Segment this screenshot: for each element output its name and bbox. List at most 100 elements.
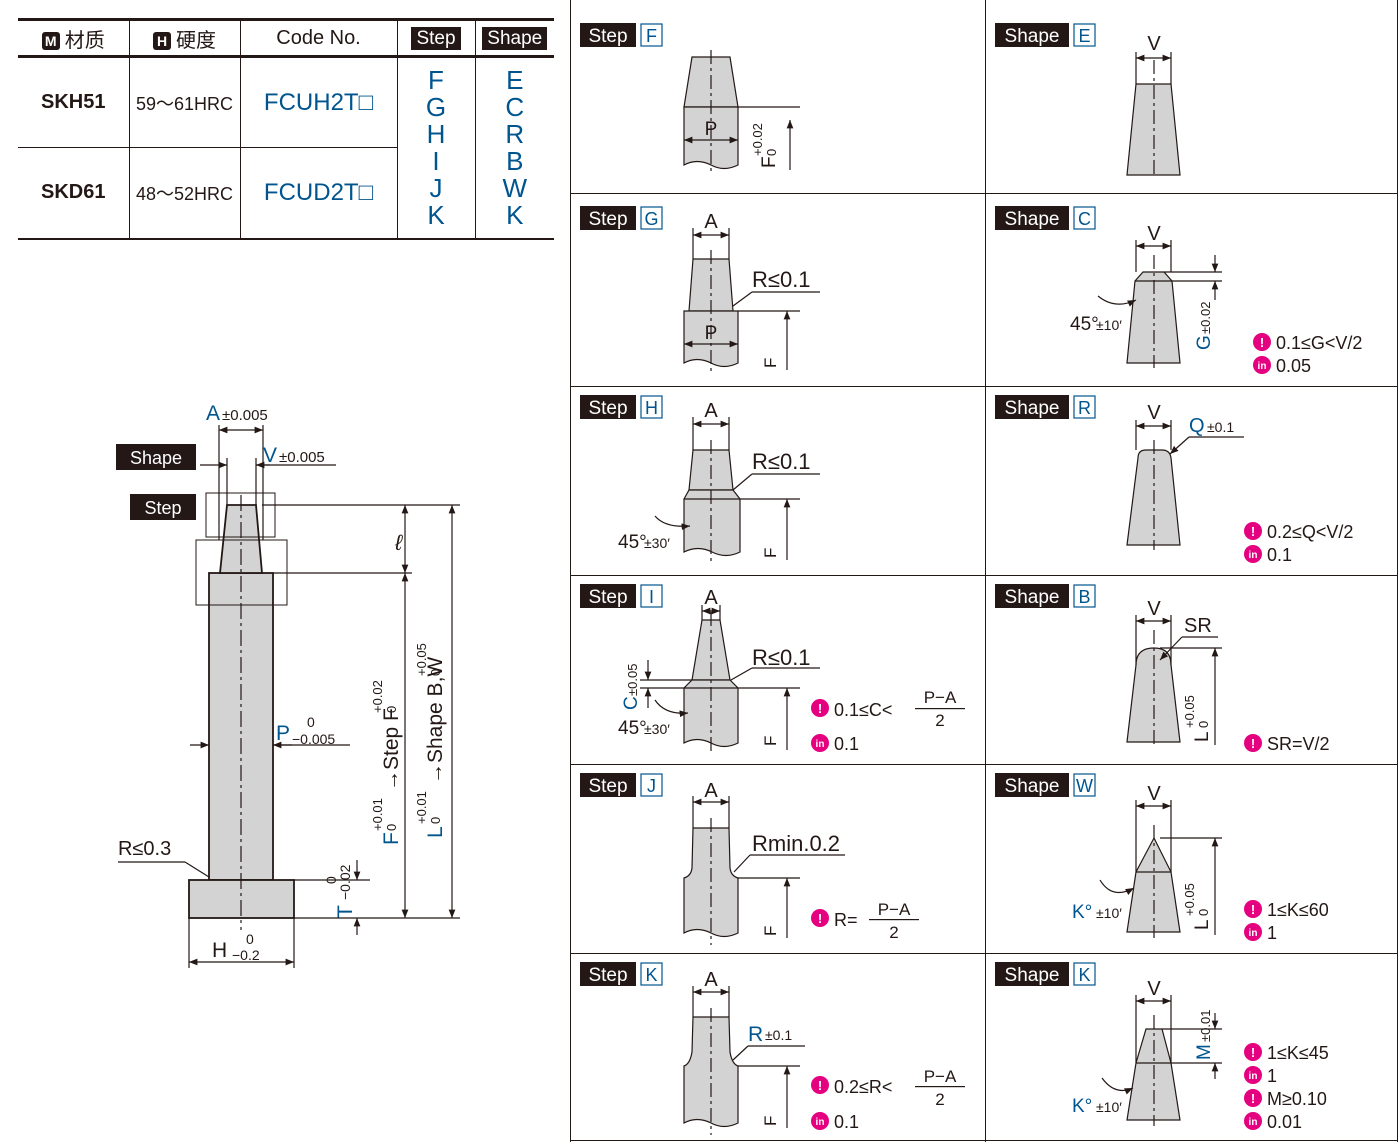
svg-text:Shape: Shape: [1005, 587, 1060, 608]
shape-b-v: V: [1147, 598, 1161, 620]
shape-k-in: 1: [1267, 1066, 1277, 1086]
shape-r-v: V: [1147, 402, 1161, 424]
inch-icon: [1244, 1112, 1262, 1130]
dim-v-label: V: [263, 444, 277, 467]
inch-icon: [1253, 356, 1271, 374]
step-k-cond-num: P−A: [924, 1067, 957, 1086]
step-g-a: A: [704, 211, 718, 233]
inch-icon: [811, 734, 829, 752]
svg-text:!: !: [818, 1078, 822, 1093]
svg-text:!: !: [1251, 524, 1255, 539]
shape-w-v: V: [1147, 783, 1161, 805]
svg-text:in: in: [1249, 928, 1258, 939]
main-punch-drawing: [118, 425, 460, 968]
svg-text:in: in: [816, 1117, 825, 1128]
svg-text:W: W: [1076, 776, 1093, 796]
shape-c-cond: 0.1≤G<V/2: [1276, 333, 1362, 353]
punch-tip: [219, 504, 263, 574]
shape-c-g-tol: ±0.02: [1198, 302, 1213, 334]
step-f-f-tol-bot: 0: [764, 149, 779, 156]
shape-k-cond2: M≥0.10: [1267, 1089, 1327, 1109]
hardness-h-icon: H: [153, 31, 171, 50]
warning-icon: [811, 909, 829, 927]
dim-p-tol-top: 0: [307, 714, 315, 730]
shape-r-drawing: [1126, 420, 1244, 550]
header-step: Step: [396, 18, 475, 58]
svg-text:H: H: [645, 398, 658, 418]
step-i-a: A: [704, 587, 718, 609]
inch-icon: [1244, 1066, 1262, 1084]
step-j-cond-num: P−A: [878, 900, 911, 919]
svg-text:Step: Step: [588, 26, 627, 47]
shape-c-v: V: [1147, 223, 1161, 245]
svg-text:G: G: [644, 209, 658, 229]
shape-r-q: Q: [1189, 415, 1205, 437]
svg-text:Step: Step: [588, 776, 627, 797]
shape-k-m-tol: ±0.01: [1198, 1010, 1213, 1042]
code-cell: FCUH2T□: [239, 56, 397, 148]
shape-c-in: 0.05: [1276, 356, 1311, 376]
shape-b-sr: SR: [1184, 615, 1212, 637]
step-i-drawing: [640, 605, 820, 755]
panel-header-shape-c: Shape C: [995, 206, 1096, 230]
shape-callout-label: Shape: [130, 448, 182, 468]
step-i-c: C: [621, 696, 642, 710]
dim-l-tol-top: +0.01: [414, 791, 429, 824]
svg-text:Shape: Shape: [1005, 965, 1060, 986]
warning-icon: [1253, 333, 1271, 351]
step-h-angle: 45°: [618, 532, 647, 553]
step-g-drawing: [683, 228, 820, 375]
code-cell: FCUD2T□: [239, 147, 397, 240]
step-k-r-tol: ±0.1: [765, 1027, 792, 1043]
svg-text:Shape: Shape: [1005, 209, 1060, 230]
panel-header-shape-r: Shape R: [995, 395, 1096, 419]
shape-c-angle: 45°: [1070, 314, 1099, 335]
panel-header-step-k: Step K: [580, 962, 663, 986]
divider: [570, 386, 1398, 387]
step-i-c-tol: ±0.05: [625, 664, 640, 696]
step-h-angle-tol: ±30′: [644, 535, 670, 551]
hardness-cell: 59～61HRC: [128, 56, 240, 148]
divider: [570, 193, 1398, 194]
dim-f-tol-top: +0.01: [370, 798, 385, 831]
warning-icon: [1244, 734, 1262, 752]
svg-text:K: K: [1078, 965, 1090, 985]
shape-c-drawing: [1097, 240, 1222, 368]
warning-icon: [1244, 1043, 1262, 1061]
svg-text:in: in: [1249, 1117, 1258, 1128]
shape-w-k: K°: [1072, 902, 1092, 923]
svg-text:Step: Step: [588, 398, 627, 419]
step-i-angle: 45°: [618, 718, 647, 739]
panel-header-shape-k: Shape K: [995, 962, 1096, 986]
step-k-f: F: [761, 1116, 780, 1126]
step-i-cond-prefix: 0.1≤C<: [834, 700, 892, 720]
shape-b-l-tol-top: +0.05: [1182, 695, 1197, 728]
svg-text:R: R: [1078, 398, 1091, 418]
warning-icon: [811, 1076, 829, 1094]
dim-l-arrow-tol-top: +0.05: [414, 643, 429, 676]
shape-w-l: L: [1192, 919, 1213, 930]
dim-f-arrow-tol-bot: 0: [384, 706, 399, 713]
panel-header-step-g: Step G: [580, 206, 663, 230]
dim-l-label: L: [424, 826, 447, 838]
svg-text:Shape: Shape: [1005, 398, 1060, 419]
dim-f-label: F: [380, 832, 403, 845]
step-i-cond-den: 2: [935, 711, 944, 730]
step-k-r: R: [748, 1023, 763, 1046]
dim-h-tol-bot: −0.2: [232, 947, 260, 963]
divider: [1397, 0, 1398, 1142]
svg-text:in: in: [1249, 1071, 1258, 1082]
step-i-f: F: [761, 736, 780, 746]
dim-h-tol-top: 0: [246, 931, 254, 947]
svg-text:!: !: [818, 701, 822, 716]
svg-text:C: C: [1078, 209, 1091, 229]
divider: [985, 0, 986, 1142]
svg-text:!: !: [1251, 1045, 1255, 1060]
shape-w-cond: 1≤K≤60: [1267, 900, 1329, 920]
material-cell: SKH51: [18, 56, 129, 148]
step-h-f: F: [761, 548, 780, 558]
header-shape: Shape: [474, 18, 554, 58]
